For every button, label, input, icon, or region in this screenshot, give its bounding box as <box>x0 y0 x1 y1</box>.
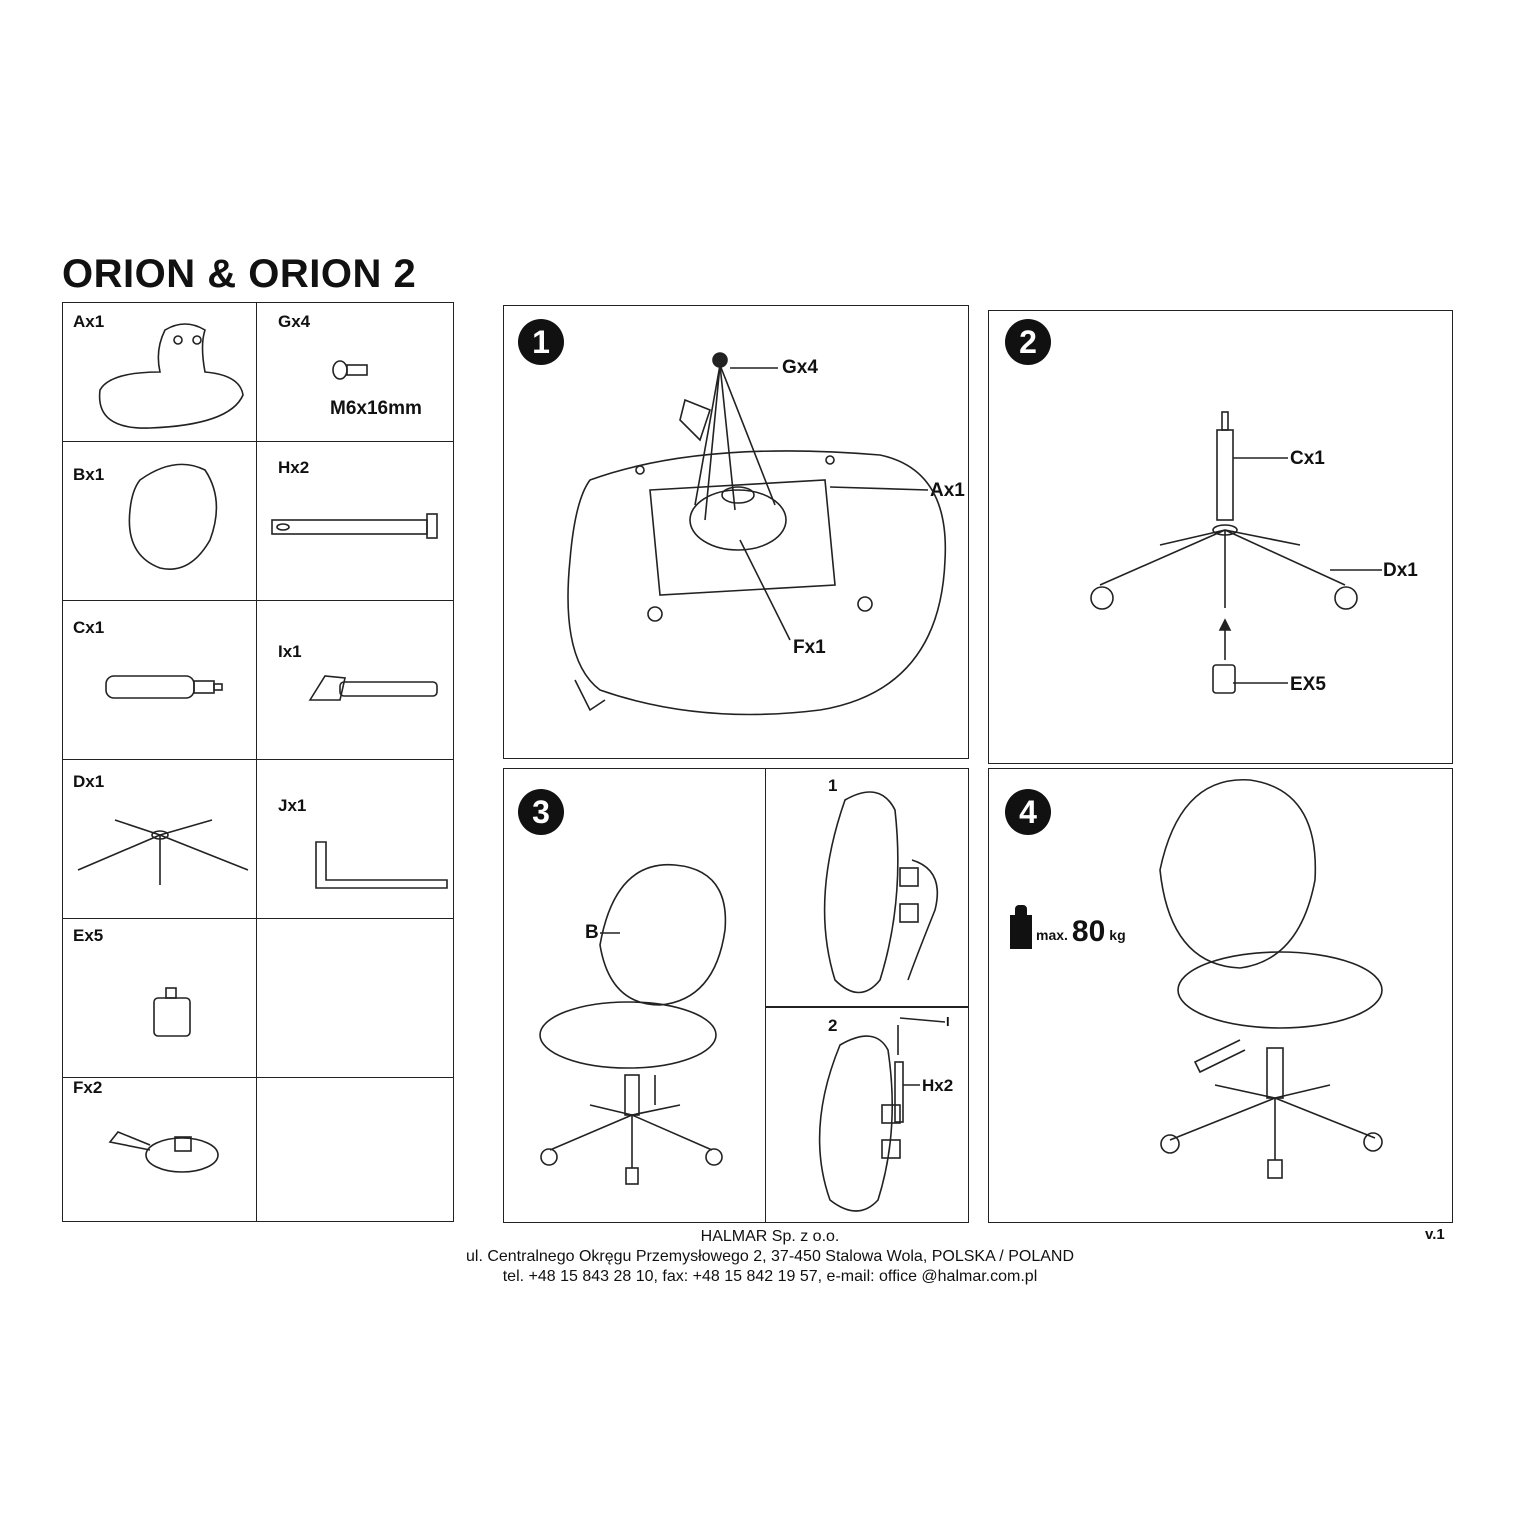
max-load-prefix: max. <box>1036 927 1068 943</box>
callout-i: I <box>946 1014 950 1029</box>
substep-number-2: 2 <box>828 1016 838 1035</box>
max-load-indicator: max. 80 kg <box>1010 905 1126 949</box>
callout-fx1: Fx1 <box>793 637 826 658</box>
footer-company: HALMAR Sp. z o.o. <box>700 1228 840 1245</box>
step-3-substep-1-panel <box>765 768 969 1008</box>
part-label-j: Jx1 <box>278 796 307 815</box>
callout-ax1: Ax1 <box>930 480 965 501</box>
part-label-g: Gx4 <box>278 312 311 331</box>
part-label-f: Fx2 <box>73 1078 103 1097</box>
max-load-value: 80 <box>1071 915 1106 948</box>
callout-dx1: Dx1 <box>1383 560 1418 581</box>
column-divider <box>256 302 258 1222</box>
callout-b: B <box>585 922 599 943</box>
page-title: ORION & ORION 2 <box>62 252 417 296</box>
step-1-panel <box>503 305 969 759</box>
row-divider <box>62 759 454 761</box>
step-3-substep-2-panel <box>765 1006 969 1223</box>
part-label-a: Ax1 <box>73 312 105 331</box>
row-divider <box>62 1077 454 1079</box>
weight-icon <box>1010 905 1032 949</box>
step-4-panel <box>988 768 1453 1223</box>
step-number-1: 1 <box>518 319 564 365</box>
footer-contact: tel. +48 15 843 28 10, fax: +48 15 842 1… <box>502 1268 1038 1285</box>
step-number-3: 3 <box>518 789 564 835</box>
callout-ex5: EX5 <box>1290 674 1326 695</box>
substep-number-1: 1 <box>828 776 838 795</box>
part-label-e: Ex5 <box>73 926 104 945</box>
callout-gx4: Gx4 <box>782 357 818 378</box>
row-divider <box>62 918 454 920</box>
callout-hx2: Hx2 <box>922 1076 954 1095</box>
footer-address: ul. Centralnego Okręgu Przemysłowego 2, … <box>465 1248 1074 1265</box>
max-load-unit: kg <box>1109 927 1126 943</box>
step-number-2: 2 <box>1005 319 1051 365</box>
version-label: v.1 <box>1425 1226 1445 1243</box>
part-label-h: Hx2 <box>278 458 310 477</box>
parts-table-border <box>62 302 454 1222</box>
screw-spec: M6x16mm <box>330 398 422 419</box>
part-label-d: Dx1 <box>73 772 105 791</box>
row-divider <box>62 600 454 602</box>
part-label-i: Ix1 <box>278 642 302 661</box>
step-number-4: 4 <box>1005 789 1051 835</box>
row-divider <box>62 441 454 443</box>
part-label-c: Cx1 <box>73 618 105 637</box>
part-label-b: Bx1 <box>73 465 105 484</box>
callout-cx1: Cx1 <box>1290 448 1325 469</box>
step-2-panel <box>988 310 1453 764</box>
